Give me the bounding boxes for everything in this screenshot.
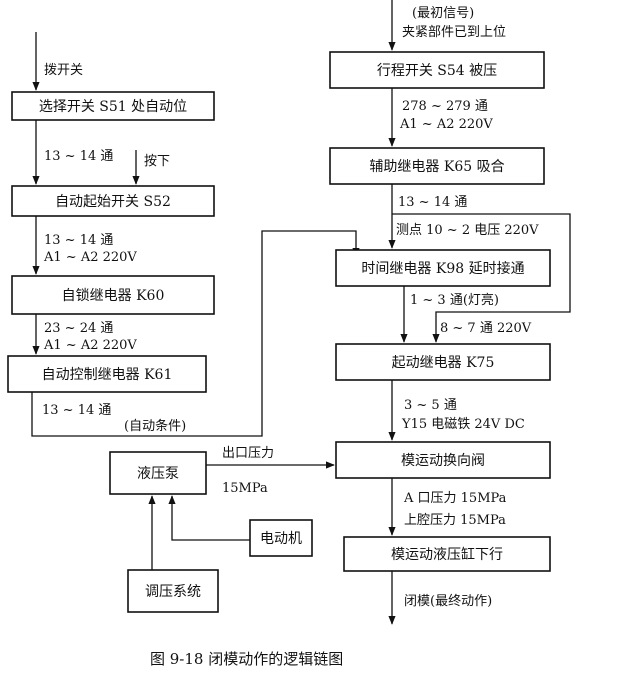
box-auto-control-relay-k61 xyxy=(7,355,207,393)
box-mold-valve-text: 模运动换向阀 xyxy=(401,452,485,469)
label-23-24: 23 ~ 24 通 xyxy=(44,321,113,336)
label-toggle-switch: 拨开关 xyxy=(44,63,83,78)
label-13-14-right: 13 ~ 14 通 xyxy=(398,195,467,210)
label-auto-condition: (自动条件) xyxy=(124,418,186,434)
label-a1a2-a: A1 ~ A2 220V xyxy=(43,250,137,265)
box-auto-start-switch-s52 xyxy=(11,185,215,217)
box-start-relay-k75 xyxy=(335,343,551,381)
label-1-3: 1 ~ 3 通(灯亮) xyxy=(410,292,499,308)
box-latch-relay-k60 xyxy=(11,275,215,315)
box-select-switch-s51 xyxy=(11,91,215,121)
label-3-5: 3 ~ 5 通 xyxy=(404,398,457,413)
box-pressure-regulator-text: 调压系统 xyxy=(145,584,201,600)
box-select-switch-s51-text: 选择开关 S51 处自动位 xyxy=(39,99,187,115)
figure-caption: 图 9-18 闭模动作的逻辑链图 xyxy=(150,650,343,668)
line-motor-to-pump xyxy=(168,495,250,541)
box-hydraulic-pump-text: 液压泵 xyxy=(137,466,179,482)
box-limit-switch-s54-text: 行程开关 S54 被压 xyxy=(377,63,497,79)
label-press: 按下 xyxy=(144,154,170,169)
box-auto-start-switch-s52-text: 自动起始开关 S52 xyxy=(55,194,171,210)
label-outlet-pressure: 出口压力 xyxy=(222,446,274,461)
line-k65-to-k75 xyxy=(392,213,571,343)
box-limit-switch-s54 xyxy=(329,51,545,89)
label-13-14-b: 13 ~ 14 通 xyxy=(44,233,113,248)
label-clamp-up: 夹紧部件已到上位 xyxy=(402,25,506,40)
label-mold-close: 闭模(最终动作) xyxy=(404,593,492,609)
box-aux-relay-k65 xyxy=(329,147,545,185)
box-time-relay-k98 xyxy=(335,249,551,287)
box-mold-valve xyxy=(335,441,551,479)
box-start-relay-k75-text: 起动继电器 K75 xyxy=(392,355,495,371)
label-a1a2-b: A1 ~ A2 220V xyxy=(43,338,137,353)
box-aux-relay-k65-text: 辅助继电器 K65 吸合 xyxy=(369,159,504,175)
box-pressure-regulator xyxy=(127,569,219,613)
label-a-port-pressure: A 口压力 15MPa xyxy=(403,491,507,506)
box-auto-control-relay-k61-text: 自动控制继电器 K61 xyxy=(42,367,173,383)
label-8-7: 8 ~ 7 通 220V xyxy=(440,321,532,336)
label-13-14-c: 13 ~ 14 通 xyxy=(42,403,111,418)
box-latch-relay-k60-text: 自锁继电器 K60 xyxy=(62,288,165,304)
label-initial-signal: (最初信号) xyxy=(412,6,474,21)
box-hydraulic-pump xyxy=(109,451,207,495)
line-auto-condition xyxy=(31,230,360,437)
label-y15: Y15 电磁铁 24V DC xyxy=(401,417,525,432)
label-13-14-a: 13 ~ 14 通 xyxy=(44,149,113,164)
label-test-point: 测点 10 ~ 2 电压 220V xyxy=(396,223,539,238)
box-mold-cylinder xyxy=(343,536,551,572)
label-a1a2-right: A1 ~ A2 220V xyxy=(399,117,493,132)
box-mold-cylinder-text: 模运动液压缸下行 xyxy=(391,546,503,563)
box-electric-motor xyxy=(249,519,313,557)
box-electric-motor-text: 电动机 xyxy=(260,531,302,547)
label-upper-chamber: 上腔压力 15MPa xyxy=(404,513,506,528)
box-time-relay-k98-text: 时间继电器 K98 延时接通 xyxy=(361,260,524,277)
label-outlet-value: 15MPa xyxy=(222,481,268,496)
label-278-279: 278 ~ 279 通 xyxy=(402,99,488,114)
